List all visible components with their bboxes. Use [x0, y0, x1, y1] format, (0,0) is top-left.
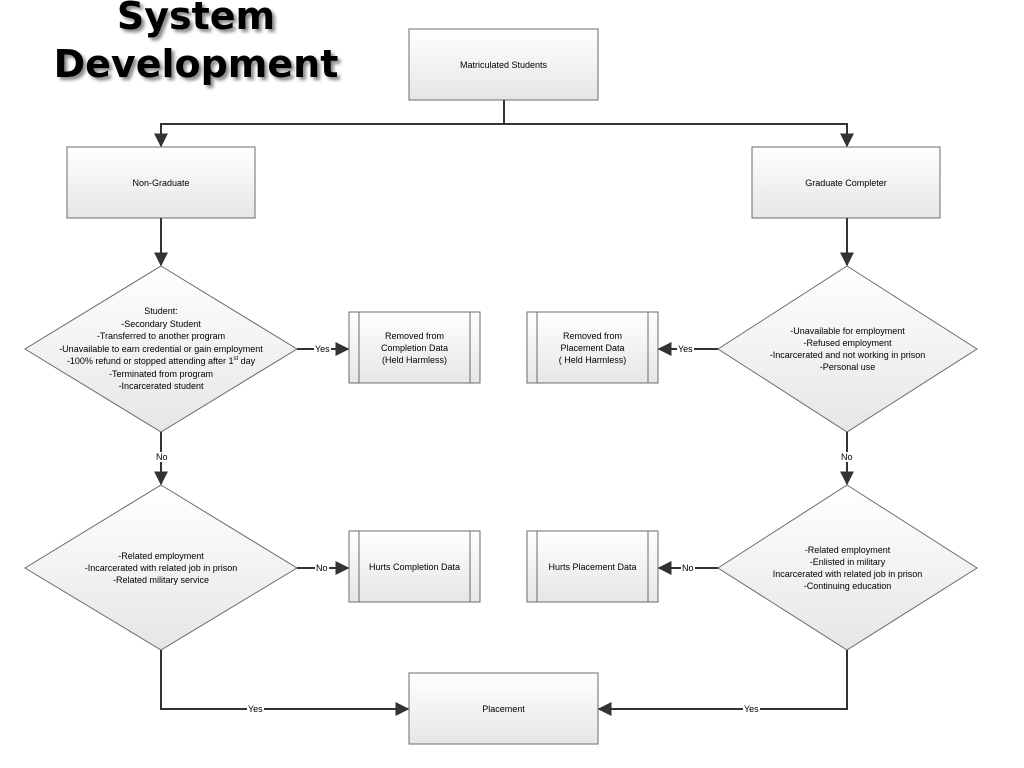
- drt-line-0: -Unavailable for employment: [790, 326, 905, 336]
- drt-line-2: -Incarcerated and not working in prison: [769, 350, 926, 360]
- graduate-completer-box: [751, 146, 941, 219]
- placement-label: Placement: [482, 703, 525, 714]
- dlt-line-6: -Incarcerated student: [118, 381, 204, 392]
- edge-label-yes-right-bottom: Yes: [743, 704, 760, 714]
- dlb-line-1: -Incarcerated with related job in prison: [84, 562, 238, 573]
- removed-completion-box: [348, 311, 481, 384]
- non-graduate-label: Non-Graduate: [132, 177, 190, 188]
- drb-line-2: Incarcerated with related job in prison: [772, 568, 923, 579]
- hurts-placement-box: [526, 530, 659, 603]
- matriculated-label: Matriculated Students: [459, 59, 548, 70]
- drb-line-1: -Enlisted in military: [809, 556, 886, 567]
- dlt-line-3: -Unavailable to earn credential or gain …: [59, 343, 263, 354]
- removed-completion-line-1: Removed from: [384, 330, 444, 341]
- removed-placement-label: Removed from Placement Data ( Held Harml…: [537, 312, 648, 383]
- removed-placement-line-1: Removed from: [562, 330, 622, 341]
- decision-left-bottom-text: -Related employment -Incarcerated with r…: [25, 485, 297, 650]
- decision-left-top-text: Student: -Secondary Student -Transferred…: [25, 266, 297, 432]
- drb-line-0: -Related employment: [804, 544, 891, 555]
- dlb-line-0: -Related employment: [118, 550, 204, 561]
- dlb-line-2: -Related military service: [112, 574, 209, 585]
- hurts-completion-box: [348, 530, 481, 603]
- decision-right-top-text: -Unavailable for employment -Refused emp…: [718, 266, 977, 432]
- hurts-completion-label: Hurts Completion Data: [368, 561, 461, 572]
- edge-label-no-left-bottom: No: [315, 563, 329, 573]
- removed-placement-box: [526, 311, 659, 384]
- dlt-line-4-tail: day: [238, 356, 256, 367]
- edge-label-yes-left-top: Yes: [314, 344, 331, 354]
- dlt-line-2: -Transferred to another program: [96, 331, 226, 342]
- dlt-line-5: -Terminated from program: [108, 368, 214, 379]
- edge-label-no-left: No: [155, 452, 169, 462]
- graduate-completer-label: Graduate Completer: [805, 177, 887, 188]
- removed-completion-label: Removed from Completion Data (Held Harml…: [359, 312, 470, 383]
- dlt-line-4-sup: st: [233, 356, 239, 363]
- non-graduate-box: [66, 146, 256, 219]
- edge-label-yes-left-bottom: Yes: [247, 704, 264, 714]
- placement-box: [408, 672, 599, 745]
- drb-line-3: -Continuing education: [803, 580, 892, 591]
- dlt-line-4-text: -100% refund or stopped attending after …: [66, 356, 234, 367]
- edge-to-graduate: [504, 123, 854, 148]
- edge-label-yes-right-top: Yes: [677, 344, 694, 354]
- removed-placement-line-2: Placement Data: [560, 342, 625, 353]
- slide-title: System Development: [36, 0, 356, 88]
- removed-completion-line-2: Completion Data: [380, 342, 449, 353]
- edge-right-yes-placement: [597, 650, 848, 716]
- removed-completion-line-3: (Held Harmless): [381, 354, 447, 365]
- edge-to-non-graduate: [154, 123, 504, 148]
- edge-label-no-right-bottom: No: [681, 563, 695, 573]
- hurts-placement-label: Hurts Placement Data: [548, 561, 637, 572]
- title-line-1: System: [116, 0, 276, 38]
- decision-right-bottom-text: -Related employment -Enlisted in militar…: [718, 485, 977, 650]
- edge-label-no-right: No: [840, 452, 854, 462]
- title-line-2: Development: [53, 42, 339, 86]
- dlt-line-1: -Secondary Student: [121, 318, 201, 329]
- removed-placement-line-3: ( Held Harmless): [558, 354, 627, 365]
- edge-left-yes-placement: [160, 650, 410, 716]
- dlt-line-4: -100% refund or stopped attending after …: [67, 355, 255, 368]
- drt-line-3: -Personal use: [819, 362, 876, 372]
- dlt-line-0: Student:: [144, 306, 178, 317]
- drt-line-1: -Refused employment: [803, 338, 892, 348]
